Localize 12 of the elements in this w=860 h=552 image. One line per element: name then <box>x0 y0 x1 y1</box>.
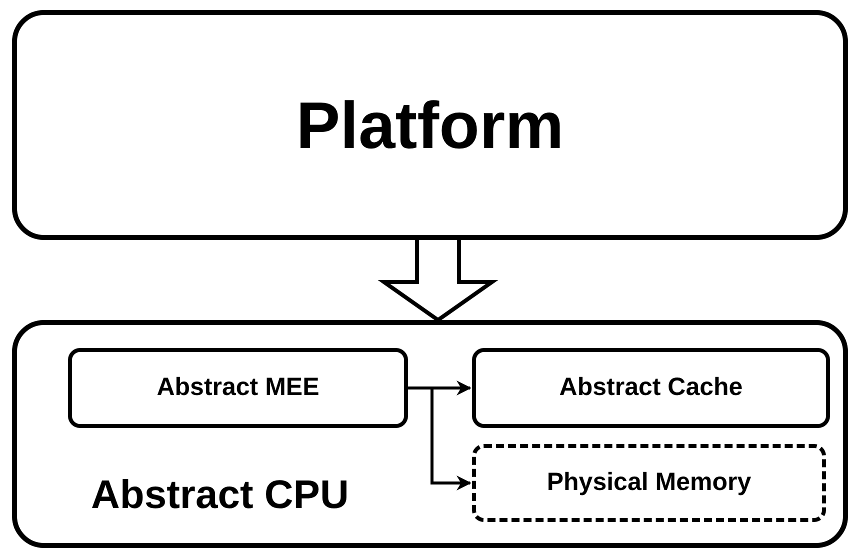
dashed-box <box>472 444 826 522</box>
process-box <box>68 348 408 428</box>
node-label: Abstract Cache <box>559 372 743 404</box>
node-label: Abstract MEE <box>156 372 320 404</box>
node-label: Platform <box>296 86 564 164</box>
platform-box <box>12 10 848 240</box>
arrow <box>408 386 472 490</box>
block-arrow <box>378 238 498 322</box>
process-box <box>472 348 830 428</box>
node-label: Physical Memory <box>546 467 752 498</box>
cpu-container-box <box>12 320 848 548</box>
node-label: Abstract CPU <box>91 472 349 519</box>
